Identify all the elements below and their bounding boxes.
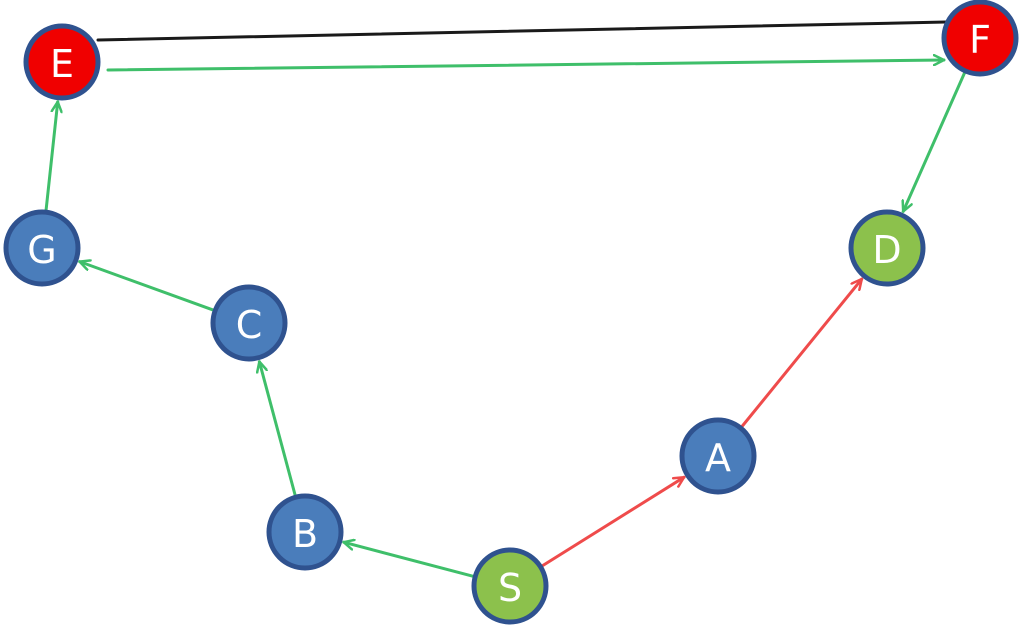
- node-f-circle: [941, 0, 1019, 77]
- node-a: A: [679, 417, 757, 495]
- node-e-circle: [23, 23, 101, 101]
- node-d: D: [848, 209, 926, 287]
- node-e: E: [23, 23, 101, 101]
- node-f-label: F: [969, 18, 991, 62]
- node-g: G: [3, 209, 81, 287]
- edge-b-c-green: [259, 360, 297, 497]
- edge-e-f-black: [96, 20, 948, 42]
- node-b-circle: [266, 493, 344, 571]
- edge-e-f-green: [106, 60, 946, 72]
- node-b-label: B: [292, 512, 318, 556]
- nodes-layer: E F G D C A B S: [3, 0, 1019, 625]
- node-d-circle: [848, 209, 926, 287]
- edge-s-b-green: [342, 542, 475, 578]
- node-d-label: D: [872, 228, 901, 272]
- edges-layer: [44, 20, 967, 578]
- node-s-label: S: [498, 566, 522, 610]
- edge-g-e-green: [44, 100, 58, 212]
- node-g-circle: [3, 209, 81, 287]
- edge-s-a-red: [540, 475, 686, 568]
- node-f: F: [941, 0, 1019, 77]
- edge-c-g-green: [78, 262, 215, 312]
- edge-f-d-green: [903, 71, 967, 213]
- node-s: S: [471, 547, 549, 625]
- edge-a-d-red: [740, 277, 864, 429]
- node-c-circle: [210, 284, 288, 362]
- node-s-circle: [471, 547, 549, 625]
- node-a-label: A: [705, 436, 731, 480]
- node-c: C: [210, 284, 288, 362]
- node-b: B: [266, 493, 344, 571]
- node-a-circle: [679, 417, 757, 495]
- node-g-label: G: [27, 228, 56, 272]
- node-c-label: C: [236, 303, 263, 347]
- node-e-label: E: [50, 42, 74, 86]
